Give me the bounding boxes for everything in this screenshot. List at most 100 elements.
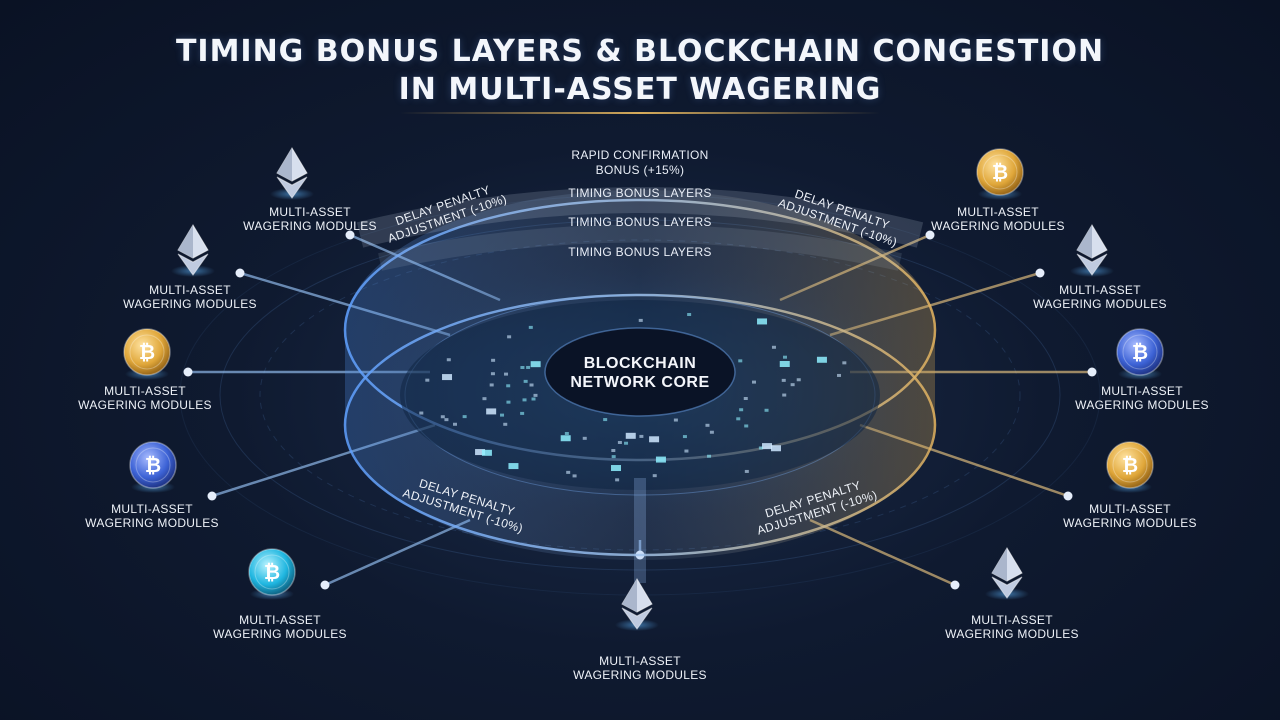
- module-label-line-1: MULTI-ASSET: [1089, 502, 1171, 516]
- network-node: [566, 470, 571, 474]
- ethereum-icon: [1070, 224, 1114, 277]
- connector-node: [1087, 367, 1097, 377]
- module-icons: ₿₿₿₿₿₿: [123, 147, 1164, 631]
- network-node: [837, 373, 842, 377]
- title-divider: [400, 112, 880, 114]
- network-node: [687, 313, 692, 317]
- timing-bonus-layer-label-2: TIMING BONUS LAYERS: [568, 215, 712, 229]
- module-label-line-1: MULTI-ASSET: [1101, 384, 1183, 398]
- network-node: [705, 423, 710, 427]
- page-title-line-1: TIMING BONUS LAYERS & BLOCKCHAIN CONGEST…: [175, 34, 1105, 69]
- network-node: [757, 318, 768, 325]
- module-label-line-1: MULTI-ASSET: [269, 205, 351, 219]
- network-node: [744, 424, 749, 428]
- network-node: [782, 393, 787, 397]
- timing-bonus-layer-label-3: TIMING BONUS LAYERS: [568, 245, 712, 259]
- module-label-line-1: MULTI-ASSET: [149, 283, 231, 297]
- network-node: [482, 397, 487, 401]
- connector-node: [950, 580, 960, 590]
- timing-bonus-layer-label-1: TIMING BONUS LAYERS: [568, 186, 712, 200]
- module-label-line-2: WAGERING MODULES: [85, 516, 219, 530]
- network-node: [739, 408, 744, 412]
- network-node: [506, 384, 511, 388]
- network-node: [625, 432, 636, 439]
- network-node-grid: [419, 313, 847, 482]
- module-label-line-2: WAGERING MODULES: [945, 627, 1079, 641]
- network-node: [440, 415, 445, 419]
- module-label-line-1: MULTI-ASSET: [971, 613, 1053, 627]
- bitcoin-gold-icon: ₿: [1106, 441, 1154, 493]
- core-label-line-2: NETWORK CORE: [570, 374, 710, 391]
- network-node: [673, 418, 678, 422]
- network-node: [770, 445, 781, 452]
- network-node: [446, 358, 451, 362]
- network-node: [638, 318, 643, 322]
- network-node: [649, 436, 660, 443]
- network-node: [624, 441, 629, 445]
- network-node: [782, 355, 787, 359]
- network-node: [684, 449, 689, 453]
- connector-node: [207, 491, 217, 501]
- ethereum-icon: [171, 224, 215, 277]
- network-node: [615, 478, 620, 482]
- network-node: [490, 372, 495, 376]
- ethereum-icon: [270, 147, 314, 200]
- network-node: [655, 456, 666, 463]
- network-node: [526, 365, 531, 369]
- module-label-line-1: MULTI-ASSET: [957, 205, 1039, 219]
- module-label-line-1: MULTI-ASSET: [599, 654, 681, 668]
- network-node: [709, 430, 714, 434]
- network-node: [572, 474, 577, 478]
- network-node: [444, 418, 449, 422]
- network-node: [507, 335, 512, 339]
- rapid-confirmation-line-1: RAPID CONFIRMATION: [571, 148, 709, 162]
- network-node: [781, 378, 786, 382]
- network-node: [533, 393, 538, 397]
- module-label-line-2: WAGERING MODULES: [573, 668, 707, 682]
- network-node: [790, 383, 795, 387]
- core-label-line-1: BLOCKCHAIN: [583, 355, 697, 372]
- svg-text:₿: ₿: [139, 340, 155, 364]
- ethereum-icon: [985, 547, 1029, 600]
- network-node: [707, 454, 712, 458]
- network-node: [442, 374, 453, 381]
- network-node: [738, 359, 743, 363]
- network-node: [682, 435, 687, 439]
- network-node: [764, 408, 769, 412]
- module-label-line-2: WAGERING MODULES: [1063, 516, 1197, 530]
- network-node: [752, 380, 757, 384]
- network-node: [491, 358, 496, 362]
- network-node: [779, 361, 790, 368]
- network-node: [489, 383, 494, 387]
- network-node: [462, 415, 467, 419]
- module-label-line-2: WAGERING MODULES: [1075, 398, 1209, 412]
- page-title-line-2: IN MULTI-ASSET WAGERING: [398, 72, 882, 107]
- module-label-line-1: MULTI-ASSET: [239, 613, 321, 627]
- connector-node: [235, 268, 245, 278]
- svg-text:₿: ₿: [264, 560, 280, 584]
- network-node: [530, 361, 541, 368]
- bitcoin-blue-icon: ₿: [1116, 328, 1164, 380]
- network-node: [500, 413, 505, 417]
- bitcoin-blue-icon: ₿: [129, 441, 177, 493]
- module-label-line-2: WAGERING MODULES: [213, 627, 347, 641]
- network-node: [453, 422, 458, 426]
- connector-node: [1063, 491, 1073, 501]
- network-node: [796, 378, 801, 382]
- module-label-line-2: WAGERING MODULES: [78, 398, 212, 412]
- rapid-confirmation-line-2: BONUS (+15%): [595, 163, 685, 177]
- module-label-line-1: MULTI-ASSET: [1059, 283, 1141, 297]
- network-node: [425, 378, 430, 382]
- network-node: [475, 449, 486, 456]
- svg-text:₿: ₿: [1132, 340, 1148, 364]
- connector-node: [1035, 268, 1045, 278]
- network-node: [419, 411, 424, 415]
